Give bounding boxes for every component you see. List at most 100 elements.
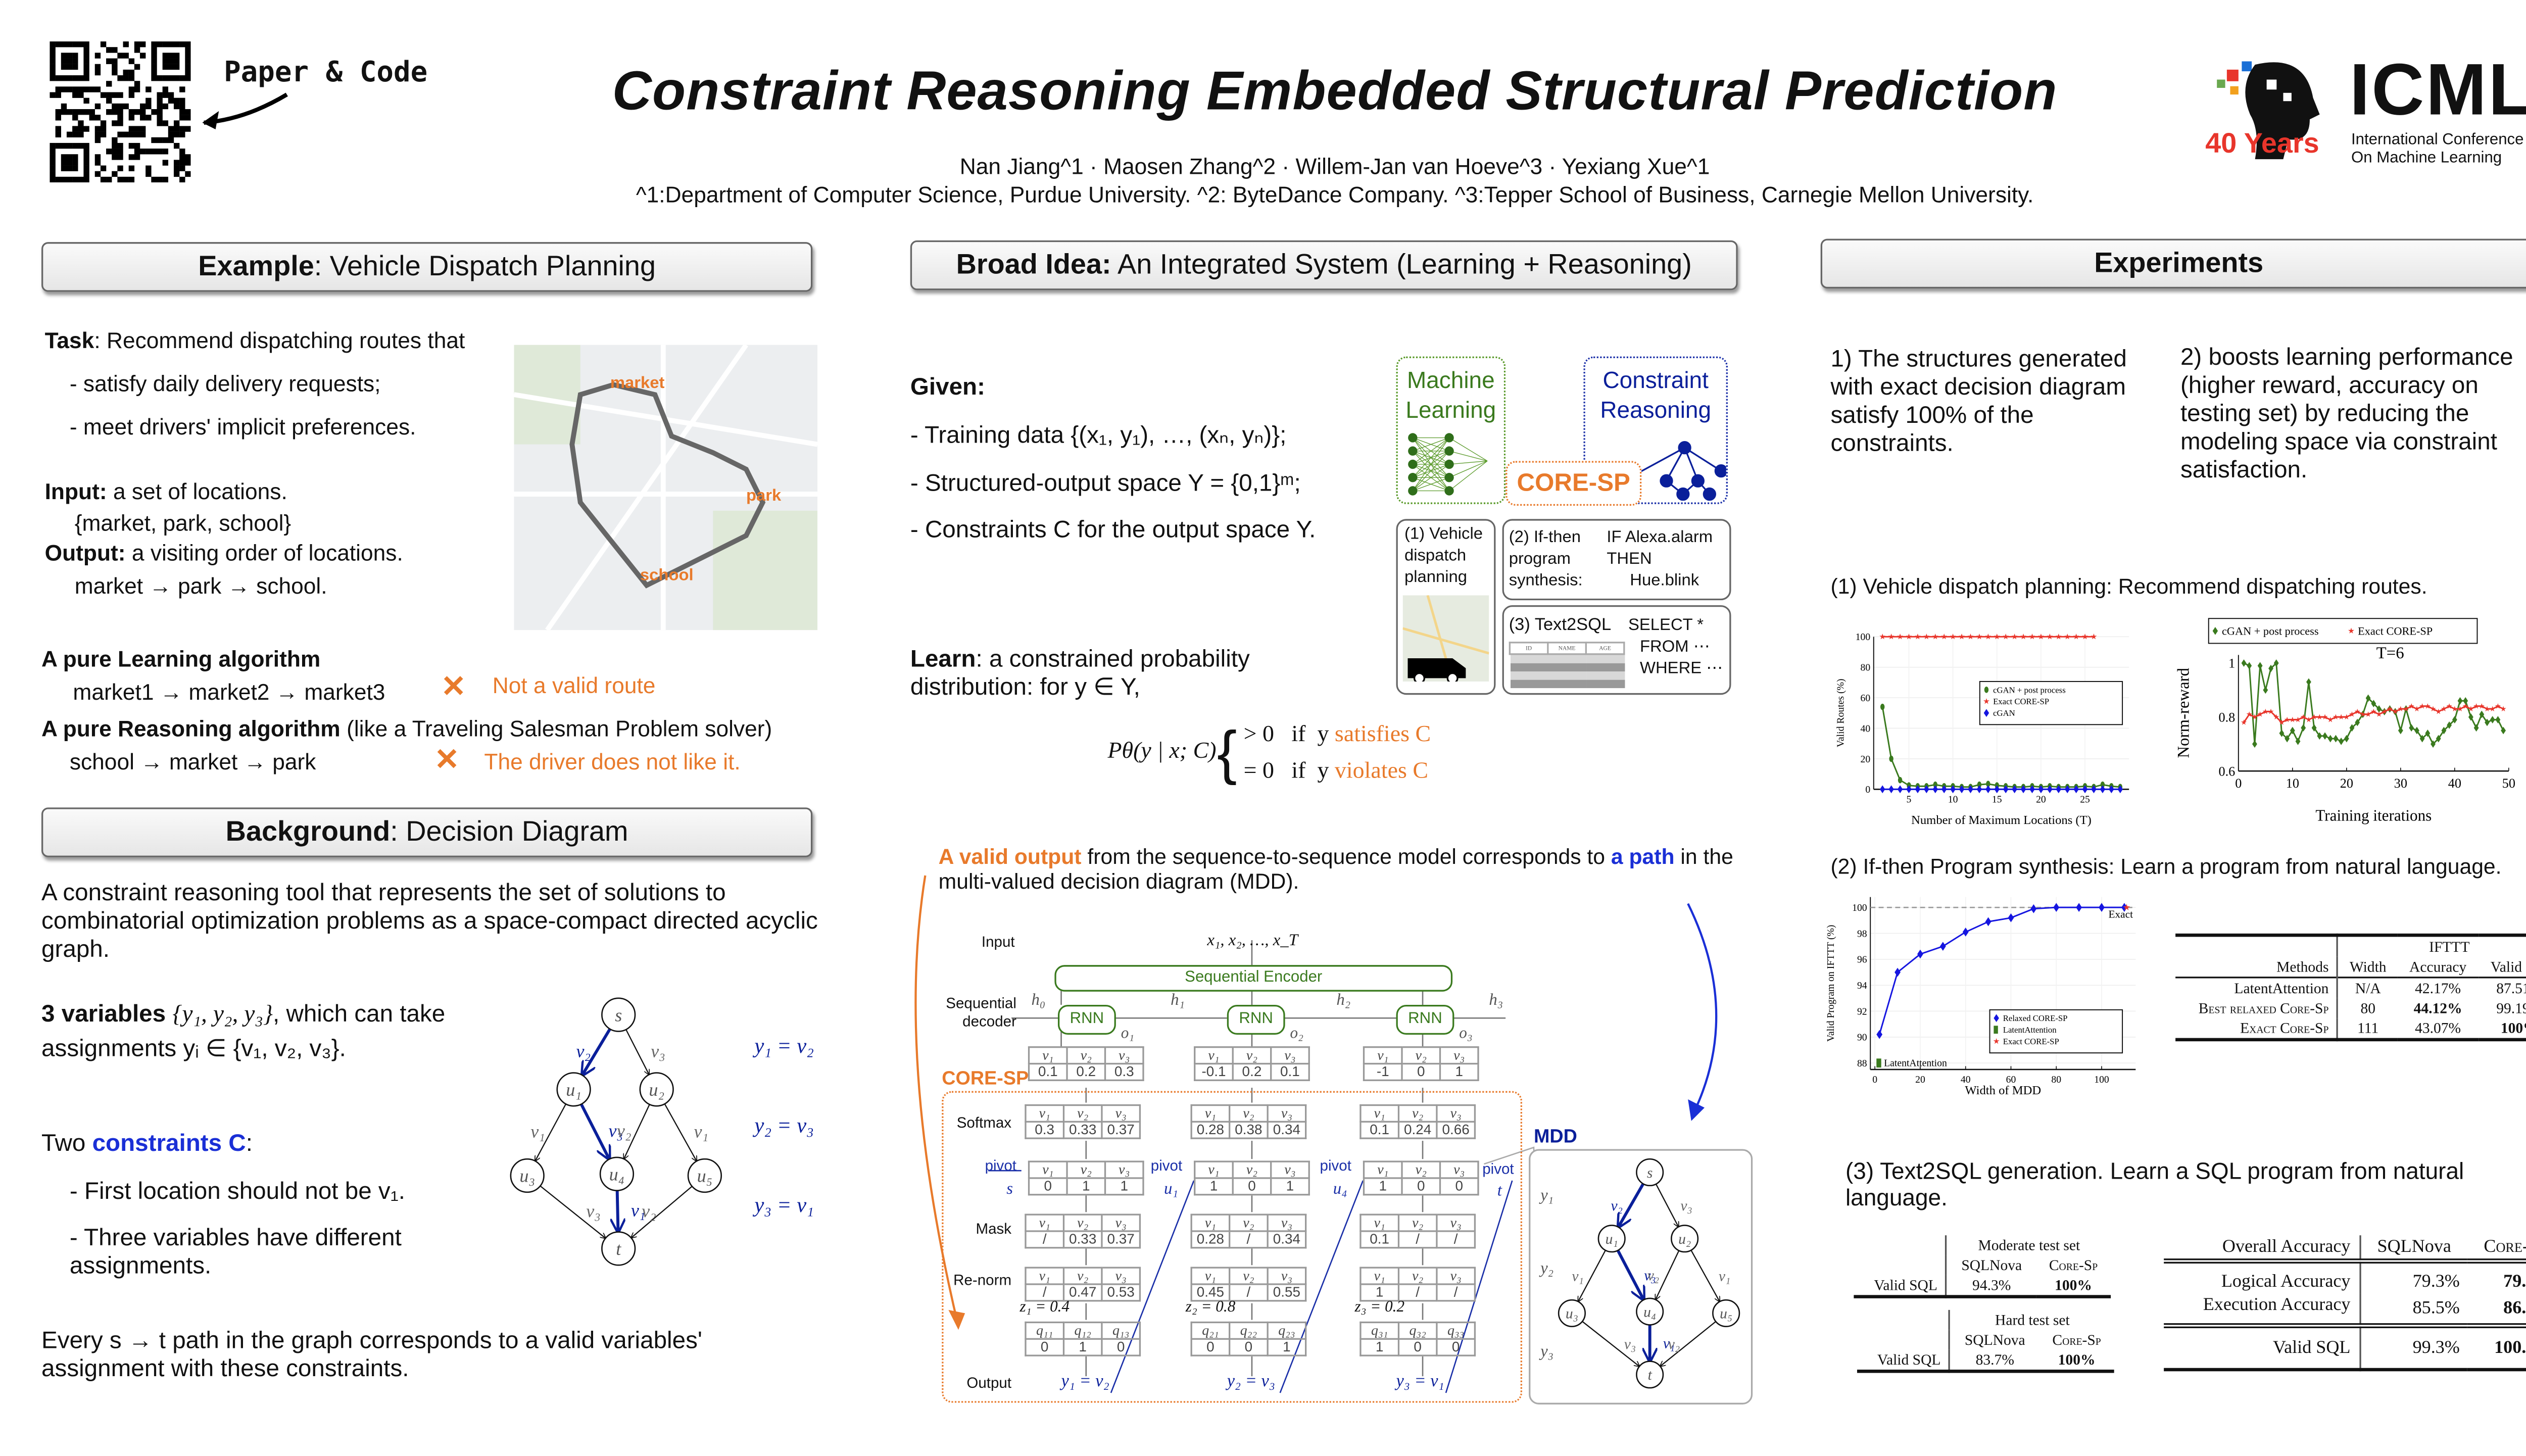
formula-case-1: > 0 if y satisfies C [1244,723,1431,750]
qr-module [128,69,135,76]
dd-edge [1616,1249,1643,1300]
cell: 94.3% [1972,1277,2011,1294]
data-point [2349,711,2355,717]
annotation-exact: Exact [2108,908,2133,920]
data-point [2123,904,2130,910]
grid-value: 0.33 [1062,1121,1103,1139]
data-point [2452,706,2458,712]
dd-node-label: u₄ [1643,1304,1656,1320]
qr-module [185,53,191,59]
grid-value: -1 [1363,1062,1403,1081]
qr-module [78,41,84,47]
grid-header: v₂ [1062,1267,1103,1285]
qr-module [128,176,135,183]
qr-module [179,160,185,166]
y-tick-label: 40 [1861,723,1871,734]
qr-module [61,41,67,47]
authors: Nan Jiang^1 · Maosen Zhang^2 · Willem-Ja… [959,154,1710,179]
legend-label: Exact CORE-SP [1993,697,2049,706]
dd-node [687,1158,722,1193]
reasoning-verdict: The driver does not like it. [484,749,741,774]
qr-module [145,149,152,155]
qr-module [100,92,107,98]
output-label: Output [966,1374,1012,1391]
input-set: {market, park, school} [74,510,292,536]
pivot-label: pivot [1150,1157,1183,1174]
grid-value: 0 [1401,1177,1441,1196]
dd-edge-label: v₁ [530,1122,545,1142]
qr-module [112,64,118,70]
dd-edge-label: v₃ [1680,1198,1692,1214]
x-tick-label: 5 [1907,794,1912,805]
qr-module [128,109,135,115]
reasoning-note: (like a Traveling Salesman Problem solve… [340,716,772,742]
grid-value: 0.34 [1267,1121,1307,1139]
chart-title: T=6 [2376,644,2404,662]
pivot-node-final: t [1497,1182,1502,1201]
qr-module [123,103,129,110]
qr-module [157,75,163,81]
qr-module [66,58,73,64]
qr-module [173,103,180,110]
qr-module [128,142,135,149]
dd-edge-label: v₃ [651,1041,665,1061]
series-exact-core-sp [2123,904,2130,910]
col-methods: Methods [2175,956,2339,978]
qr-module [151,53,157,59]
qr-module [117,154,123,160]
qr-module [151,41,157,47]
data-point [2403,706,2409,712]
qr-module [173,75,180,81]
grid-value: 1 [1359,1338,1400,1356]
qr-module [72,58,78,64]
cell: 87.51% [2496,980,2526,997]
data-point [2360,711,2366,717]
x-tick-label: 80 [2051,1074,2061,1085]
qr-module [94,131,101,137]
qr-code[interactable] [50,41,191,183]
rnn-cell: RNN [1396,1004,1454,1035]
cell: Best relaxed Core-Sp [2175,998,2339,1018]
qr-module [117,75,123,81]
dd-edge [540,1185,605,1238]
data-point [2501,726,2506,735]
qr-module [94,171,101,177]
data-point [1984,687,1989,693]
grid-header: q₁₃ [1101,1321,1141,1340]
dd-edge [1578,1250,1606,1301]
qr-module [83,58,89,64]
qr-module [112,69,118,76]
qr-module [50,92,56,98]
sql-col-name: NAME [1547,642,1587,655]
dd-edge [1660,1321,1716,1367]
background-description: A constraint reasoning tool that represe… [41,880,818,963]
data-point [1897,634,1904,640]
mask-label: Mask [976,1220,1012,1237]
sequential-encoder: Sequential Encoder [1054,965,1453,992]
data-point [2447,721,2452,729]
data-point [2099,903,2105,912]
qr-module [83,64,89,70]
nn-node [1444,486,1454,496]
qr-module [168,75,174,81]
data-point [1906,634,1912,640]
x-axis-label: Training iterations [2315,807,2432,824]
qr-module [94,69,101,76]
qr-module [145,98,152,104]
qr-module [72,176,78,183]
grid-value-row: 0.45/0.55 [1190,1283,1307,1302]
qr-module [179,86,185,92]
sql-col-age: AGE [1585,642,1625,655]
data-point [2457,697,2463,705]
dd-edge-label: v₂ [642,1201,656,1221]
data-point [2398,726,2403,735]
qr-module [162,86,169,92]
